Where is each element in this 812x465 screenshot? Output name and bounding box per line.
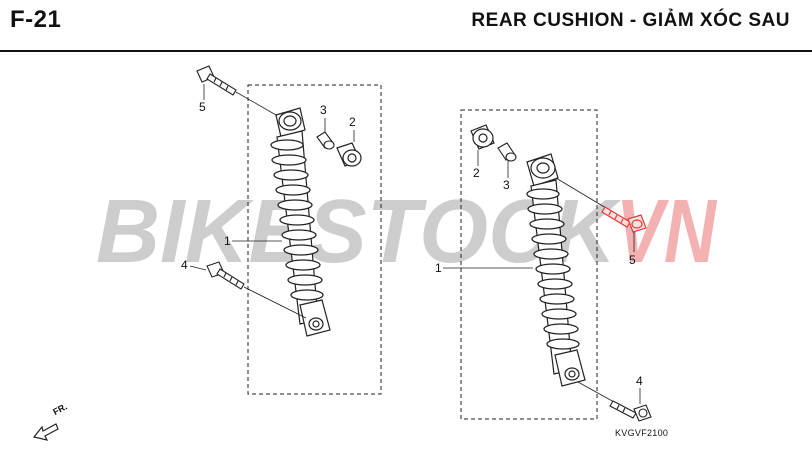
left-shock-absorber — [270, 107, 331, 337]
page-title: REAR CUSHION - GIẢM XÓC SAU — [471, 10, 790, 31]
callout-right-4: 4 — [636, 374, 643, 388]
right-bolt-4 — [609, 400, 652, 422]
callout-right-5: 5 — [629, 253, 636, 267]
figure-code: F-21 — [10, 6, 62, 33]
callout-right-3: 3 — [503, 178, 510, 192]
right-bolt-5 — [601, 206, 647, 233]
left-assembly-frame — [247, 84, 382, 395]
right-collar-3 — [497, 142, 517, 162]
right-assembly-frame — [460, 109, 598, 420]
left-collar-3 — [316, 131, 335, 150]
callout-left-3: 3 — [320, 103, 327, 117]
callout-left-5: 5 — [199, 100, 206, 114]
left-bolt-4 — [206, 261, 245, 290]
callout-right-1: 1 — [435, 261, 442, 275]
header-rule — [0, 50, 812, 52]
front-arrow-icon — [32, 423, 59, 441]
diagram-code: KVGVF2100 — [615, 428, 669, 438]
callout-left-2: 2 — [349, 115, 356, 129]
right-bushing-2 — [470, 124, 495, 150]
left-bushing-2 — [336, 142, 362, 167]
callout-left-1: 1 — [224, 234, 231, 248]
left-bolt-5 — [196, 65, 237, 96]
callout-right-2: 2 — [473, 166, 480, 180]
callout-left-4: 4 — [181, 258, 188, 272]
right-shock-absorber — [526, 153, 586, 387]
leader-lines — [189, 84, 641, 404]
